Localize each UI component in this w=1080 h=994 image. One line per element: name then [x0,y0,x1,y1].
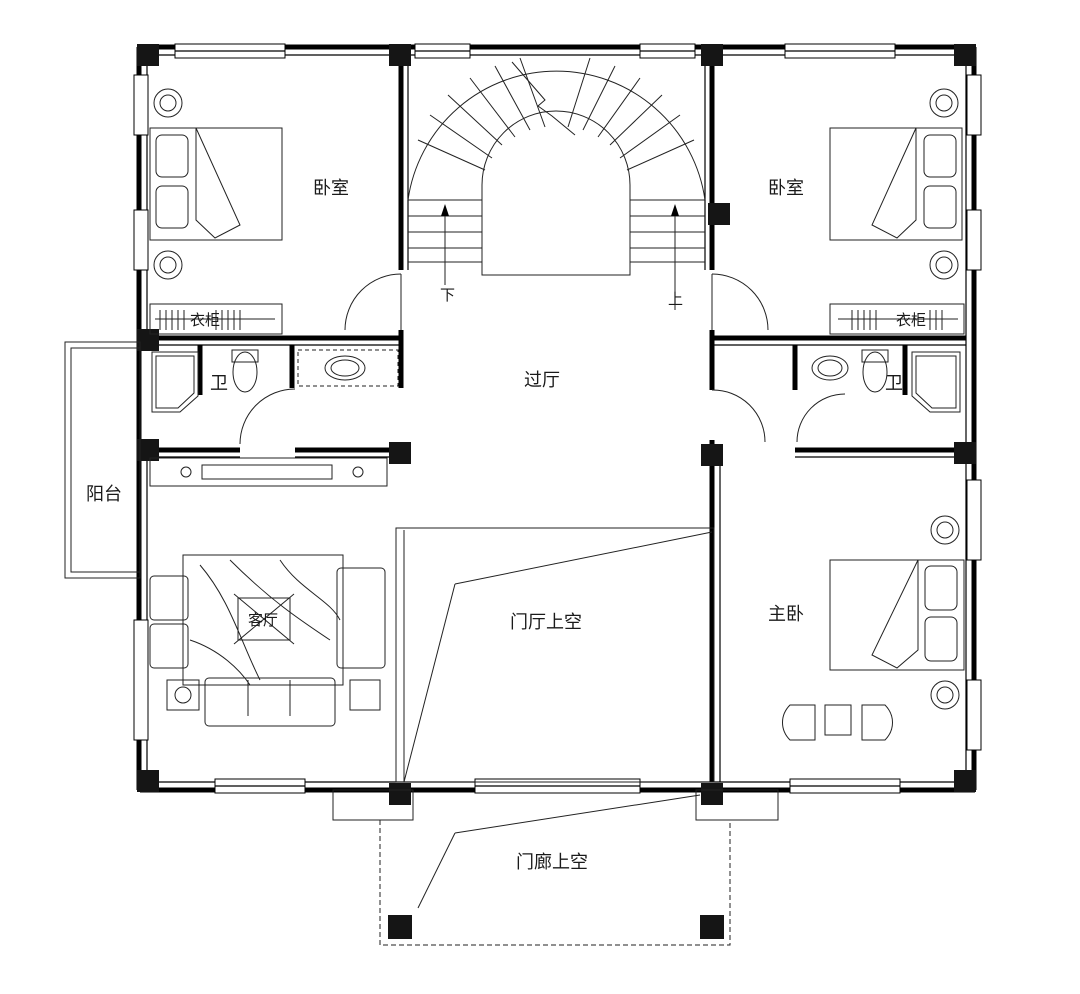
exterior-walls [136,44,977,793]
staircase [407,57,706,310]
closet-ne [838,310,958,330]
label-living-room: 客厅 [248,611,278,629]
label-hall: 过厅 [524,370,560,391]
bed-nw [149,88,283,335]
label-balcony: 阳台 [86,484,122,505]
label-bedroom-nw: 卧室 [313,178,349,199]
label-bath-e: 卫 [885,373,903,394]
columns [137,44,976,939]
doors [239,273,846,445]
bed-master [782,515,965,741]
label-bedroom-ne: 卧室 [768,178,804,199]
label-foyer-void: 门厅上空 [510,612,582,633]
label-porch-void: 门廊上空 [516,852,588,873]
tv-cabinet [149,457,388,487]
porch-void [332,789,779,946]
label-master-bedroom: 主卧 [768,604,804,625]
bath-w-fixtures [151,349,399,413]
living-room-furniture [149,554,386,727]
label-bath-w: 卫 [210,373,228,394]
stair-down-label: 下 [440,286,455,304]
interior-walls [147,55,966,782]
stair-up-label: 上 [668,290,683,308]
balcony [64,341,141,579]
closet-ne-label: 衣柜 [896,311,926,329]
windows [133,43,982,794]
closet-nw-label: 衣柜 [190,311,220,329]
closet-nw [155,310,275,330]
foyer-void [395,527,715,783]
bed-ne [829,88,965,335]
bath-e-fixtures [811,349,961,413]
